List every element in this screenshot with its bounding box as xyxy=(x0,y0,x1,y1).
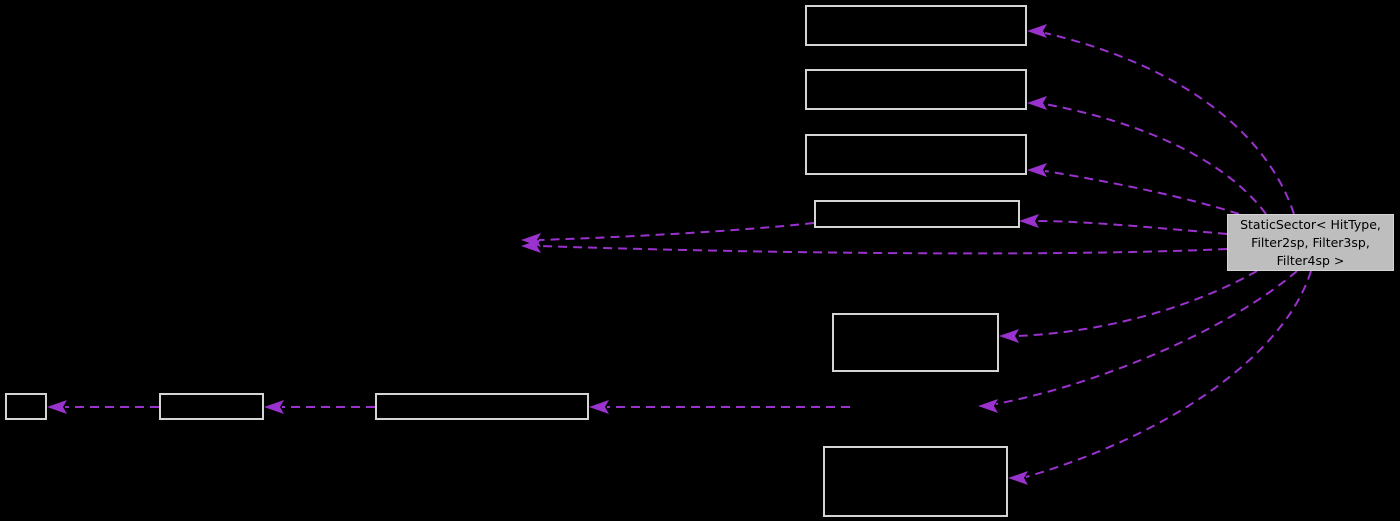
graph-node-box-6[interactable] xyxy=(823,446,1008,517)
arrowhead-icon xyxy=(1027,96,1047,110)
graph-node-box-4[interactable] xyxy=(814,200,1020,228)
main-node-label-line1: StaticSector< HitType, xyxy=(1240,217,1381,232)
arrowhead-icon xyxy=(1027,163,1047,177)
dependency-edge xyxy=(999,270,1258,343)
graph-node-box-5[interactable] xyxy=(832,313,999,372)
dependency-edge xyxy=(978,270,1298,413)
arrowhead-icon xyxy=(999,329,1019,343)
dependency-edge xyxy=(1008,270,1312,485)
dependency-edge xyxy=(1027,163,1240,215)
dependency-edge xyxy=(264,400,375,414)
main-node-label-line3: Filter4sp > xyxy=(1276,253,1345,268)
graph-node-box-2[interactable] xyxy=(805,69,1027,110)
arrowhead-icon xyxy=(521,233,541,247)
graph-node-box-1[interactable] xyxy=(805,5,1027,46)
arrowhead-icon xyxy=(1027,24,1047,38)
dependency-edge xyxy=(47,400,159,414)
arrowhead-icon xyxy=(1019,214,1039,228)
main-node-staticsector[interactable]: StaticSector< HitType, Filter2sp, Filter… xyxy=(1227,214,1394,271)
arrowhead-icon xyxy=(47,400,67,414)
graph-node-box-chain-c[interactable] xyxy=(375,393,589,420)
dependency-edge xyxy=(589,400,850,414)
arrowhead-icon xyxy=(264,400,284,414)
arrowhead-icon xyxy=(978,399,998,413)
arrowhead-icon xyxy=(589,400,609,414)
graph-node-box-chain-a[interactable] xyxy=(5,393,47,420)
dependency-edge xyxy=(521,239,1228,255)
graph-node-box-chain-b[interactable] xyxy=(159,393,264,420)
dependency-edge xyxy=(1019,214,1228,235)
main-node-label-line2: Filter2sp, Filter3sp, xyxy=(1251,235,1370,250)
arrowhead-icon xyxy=(1008,471,1028,485)
dependency-edge xyxy=(1027,24,1295,215)
dependency-edge xyxy=(1027,96,1267,215)
dependency-edge xyxy=(521,222,815,247)
graph-node-box-3[interactable] xyxy=(805,134,1027,175)
